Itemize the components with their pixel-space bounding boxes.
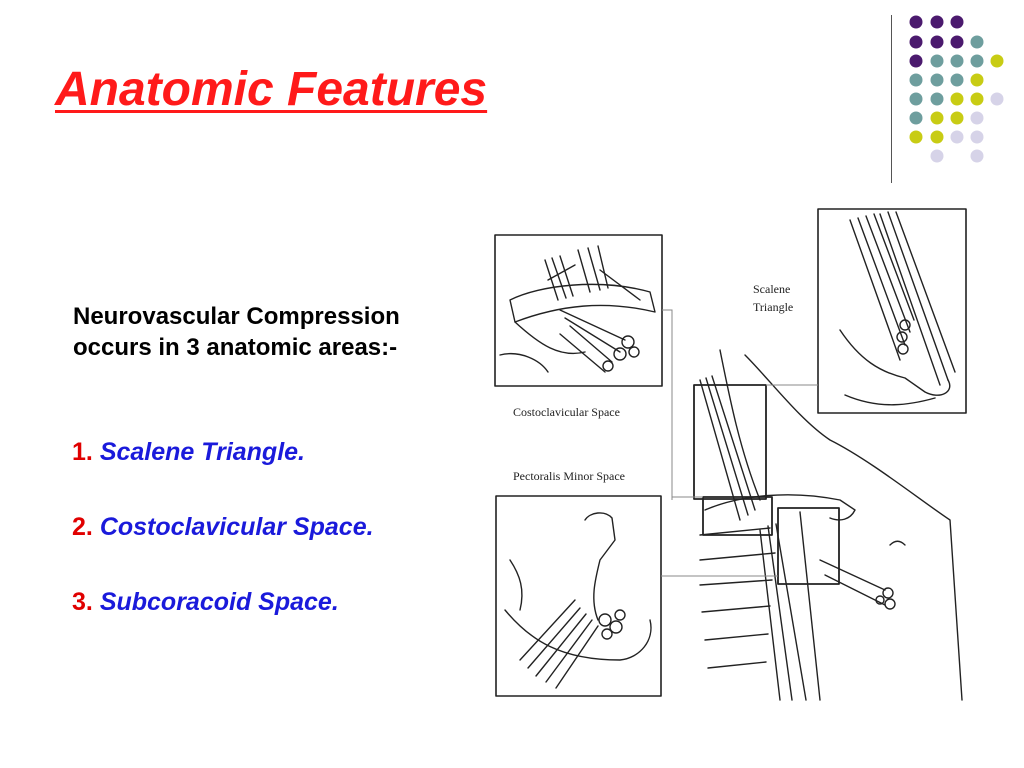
- inset-pectoralis-drawing: [504, 512, 652, 689]
- intro-text: Neurovascular Compression occurs in 3 an…: [73, 301, 473, 363]
- decorative-dot: [950, 35, 964, 49]
- inset-scalene-frame: [817, 208, 967, 414]
- label-pectoralis: Pectoralis Minor Space: [513, 469, 625, 483]
- area-item-2: 2. Costoclavicular Space.: [72, 513, 374, 542]
- main-anatomy-drawing: [699, 349, 963, 701]
- decorative-dot: [970, 111, 984, 125]
- decorative-dot: [909, 35, 923, 49]
- label-scalene-line2: Triangle: [753, 300, 793, 314]
- intro-line-1: Neurovascular Compression: [73, 303, 400, 330]
- decorative-dot: [930, 92, 944, 106]
- decorative-dot: [909, 92, 923, 106]
- inset-costoclavicular-drawing: [499, 245, 656, 373]
- decorative-dot: [930, 149, 944, 163]
- decorative-dot: [930, 35, 944, 49]
- area-label: Costoclavicular Space.: [99, 513, 374, 541]
- decorative-dot: [909, 54, 923, 68]
- decorative-dot: [930, 15, 944, 29]
- highlight-box-pectoralis: [777, 507, 840, 585]
- decorative-dot: [930, 73, 944, 87]
- area-label: Subcoracoid Space.: [99, 588, 339, 616]
- inset-pectoralis-frame: [495, 495, 662, 697]
- inset-costoclavicular-frame: [494, 234, 663, 387]
- decorative-dot: [970, 54, 984, 68]
- decorative-dot: [930, 111, 944, 125]
- decorative-dot: [950, 73, 964, 87]
- label-scalene-line1: Scalene: [753, 282, 790, 296]
- area-item-3: 3. Subcoracoid Space.: [72, 588, 339, 617]
- decorative-dot: [909, 111, 923, 125]
- decorative-dot: [930, 130, 944, 144]
- highlight-box-scalene: [693, 384, 767, 500]
- decorative-dot: [950, 15, 964, 29]
- decorative-dot: [970, 149, 984, 163]
- decorative-dot: [970, 35, 984, 49]
- area-number: 3.: [72, 588, 93, 616]
- anatomy-figure: Scalene Triangle Costoclavicular Space P…: [494, 208, 967, 701]
- decorative-dot: [909, 130, 923, 144]
- intro-line-2: occurs in 3 anatomic areas:-: [73, 334, 398, 361]
- decorative-dot: [950, 130, 964, 144]
- decorative-dot: [950, 54, 964, 68]
- slide-title: Anatomic Features: [55, 63, 488, 116]
- decorative-dot: [930, 54, 944, 68]
- decorative-dot: [909, 73, 923, 87]
- decorative-dot: [990, 92, 1004, 106]
- decorative-dot: [970, 92, 984, 106]
- area-item-1: 1. Scalene Triangle.: [72, 438, 305, 467]
- decorative-dot: [950, 111, 964, 125]
- decorative-dot: [909, 15, 923, 29]
- connector-lines: [661, 309, 818, 577]
- inset-scalene-drawing: [839, 211, 956, 406]
- title-divider: [891, 15, 892, 183]
- area-number: 2.: [72, 513, 93, 541]
- area-label: Scalene Triangle.: [99, 438, 306, 466]
- decorative-dot: [970, 130, 984, 144]
- decorative-dot: [990, 54, 1004, 68]
- decorative-dot: [950, 92, 964, 106]
- area-number: 1.: [72, 438, 93, 466]
- highlight-box-costoclavicular: [702, 496, 773, 536]
- decorative-dot: [970, 73, 984, 87]
- label-costoclavicular: Costoclavicular Space: [513, 405, 620, 419]
